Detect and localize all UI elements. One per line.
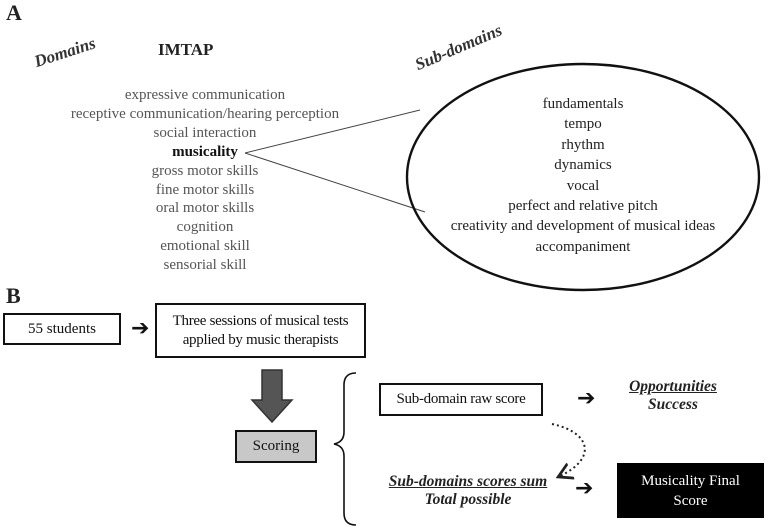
subdomain-item: vocal bbox=[566, 177, 600, 194]
students-box: 55 students bbox=[3, 313, 121, 345]
domain-item: emotional skill bbox=[160, 238, 250, 255]
subdomain-item: dynamics bbox=[554, 157, 612, 174]
arrow-right-icon: ➔ bbox=[131, 316, 150, 341]
scoring-box-label: Scoring bbox=[252, 438, 300, 454]
subdomain-item: rhythm bbox=[561, 136, 605, 153]
curly-brace bbox=[333, 372, 357, 526]
scoring-box: Scoring bbox=[235, 430, 317, 463]
instrument-title: IMTAP bbox=[158, 40, 214, 59]
scores-sum-fraction: Sub-domains scores sum Total possible bbox=[366, 473, 570, 509]
down-arrow-shape bbox=[250, 369, 294, 424]
panel-label-b: B bbox=[6, 283, 21, 308]
domain-item: fine motor skills bbox=[155, 181, 255, 198]
domain-list: expressive communication receptive commun… bbox=[40, 86, 370, 275]
callout-line-upper bbox=[244, 109, 421, 154]
sessions-box-line-1: Three sessions of musical tests bbox=[172, 312, 349, 329]
subdomain-item: fundamentals bbox=[542, 96, 624, 112]
students-box-label: 55 students bbox=[28, 320, 96, 337]
domain-item: oral motor skills bbox=[155, 200, 255, 217]
panel-label-a: A bbox=[6, 0, 22, 25]
final-score-line-1: Musicality Final bbox=[641, 472, 740, 489]
domain-item: social interaction bbox=[153, 124, 257, 141]
subdomain-item: accompaniment bbox=[535, 238, 631, 255]
opportunities-text: Opportunities bbox=[629, 378, 717, 395]
sessions-box-line-2: applied by music therapists bbox=[182, 331, 339, 348]
raw-score-box: Sub-domain raw score bbox=[379, 383, 543, 416]
raw-score-box-label: Sub-domain raw score bbox=[396, 391, 526, 407]
domain-item: sensorial skill bbox=[163, 257, 247, 274]
dotted-curve-arrow bbox=[551, 423, 586, 476]
arrow-right-icon: ➔ bbox=[577, 386, 596, 411]
opportunities-success-label: Opportunities Success bbox=[608, 378, 738, 414]
musicality-final-score-box: Musicality Final Score bbox=[617, 463, 764, 518]
subdomain-item: tempo bbox=[564, 116, 602, 133]
domain-item: cognition bbox=[176, 219, 234, 236]
domain-item: receptive communication/hearing percepti… bbox=[70, 105, 340, 122]
subdomain-item: perfect and relative pitch bbox=[508, 198, 658, 215]
callout-line-lower bbox=[244, 152, 426, 213]
scores-sum-text: Sub-domains scores sum bbox=[388, 473, 548, 490]
domain-item-highlighted: musicality bbox=[172, 143, 238, 160]
domain-item: gross motor skills bbox=[151, 162, 259, 179]
domain-item: expressive communication bbox=[124, 87, 286, 103]
final-score-line-2: Score bbox=[673, 492, 708, 509]
sessions-box: Three sessions of musical tests applied … bbox=[155, 303, 366, 358]
subdomain-item: creativity and development of musical id… bbox=[450, 218, 716, 235]
arrow-right-icon: ➔ bbox=[575, 476, 594, 501]
success-text: Success bbox=[648, 396, 698, 413]
subdomain-ellipse bbox=[405, 62, 761, 292]
total-possible-text: Total possible bbox=[424, 491, 512, 508]
subdomain-list: fundamentals tempo rhythm dynamics vocal perf… bbox=[400, 94, 766, 257]
